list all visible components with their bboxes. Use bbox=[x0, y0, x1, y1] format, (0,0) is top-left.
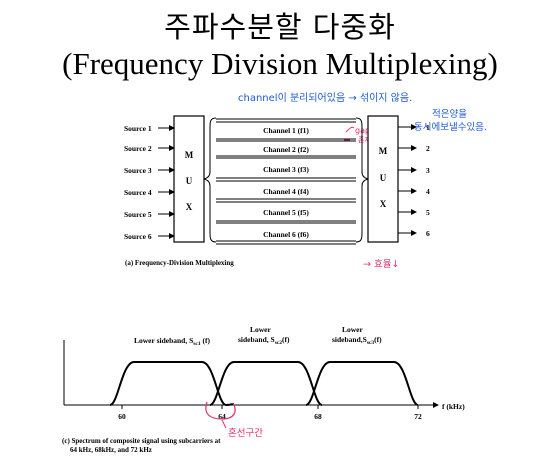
svg-text:6: 6 bbox=[426, 229, 430, 238]
output-row-3: 3 bbox=[398, 166, 430, 175]
sideband-label-2: sideband, Ssc2(f) bbox=[238, 335, 290, 346]
annotation-crosstalk: 혼선구간 bbox=[228, 427, 263, 439]
spectrum-caption-line1: (c) Spectrum of composite signal using s… bbox=[62, 437, 221, 445]
source-row-4: Source 4 bbox=[124, 188, 175, 197]
svg-text:Source 4: Source 4 bbox=[124, 188, 152, 197]
axis-label-frequency: f (kHz) bbox=[442, 402, 465, 411]
svg-text:Source 3: Source 3 bbox=[124, 166, 152, 175]
mux-letter-m-left: M bbox=[185, 150, 194, 160]
crosstalk-circle bbox=[205, 401, 236, 420]
svg-text:Source 1: Source 1 bbox=[124, 124, 152, 133]
tick-label-72: 72 bbox=[414, 412, 422, 421]
channel-label-4: Channel 4 (f4) bbox=[263, 187, 309, 196]
tick-label-64: 64 bbox=[218, 412, 226, 421]
output-row-4: 4 bbox=[398, 187, 430, 196]
tick-label-68: 68 bbox=[314, 412, 322, 421]
brace-left bbox=[203, 117, 217, 243]
output-row-2: 2 bbox=[398, 144, 430, 153]
channel-label-2: Channel 2 (f2) bbox=[263, 145, 309, 154]
channel-label-3: Channel 3 (f3) bbox=[263, 165, 309, 174]
mux-letter-u-right: U bbox=[380, 173, 387, 183]
channel-label-6: Channel 6 (f6) bbox=[263, 230, 309, 239]
annotation-gap: gap bbox=[355, 126, 370, 135]
source-row-3: Source 3 bbox=[124, 166, 175, 175]
mux-letter-x-left: X bbox=[186, 202, 193, 212]
sideband-label-3: sideband,Ssc3(f) bbox=[332, 335, 382, 346]
spectrum-plot bbox=[63, 340, 439, 409]
sideband-curve-1 bbox=[109, 361, 235, 407]
output-row-1: 1 bbox=[398, 123, 430, 132]
output-row-5: 5 bbox=[398, 208, 430, 217]
svg-text:5: 5 bbox=[426, 208, 430, 217]
mux-letter-m-right: M bbox=[379, 146, 388, 156]
annotation-small-amount: 적은양을 bbox=[432, 108, 467, 120]
page-title-english: (Frequency Division Multiplexing) bbox=[62, 46, 498, 81]
source-row-1: Source 1 bbox=[124, 124, 175, 133]
sideband-label-3-line1: Lower bbox=[342, 325, 363, 334]
sideband-curve-3 bbox=[305, 361, 419, 406]
channel-lines bbox=[216, 118, 356, 245]
channel-label-1: Channel 1 (f1) bbox=[263, 126, 309, 135]
brace-right bbox=[355, 117, 369, 243]
spectrum-caption-line2: 64 kHz, 68kHz, and 72 kHz bbox=[70, 446, 152, 454]
mux-letter-x-right: X bbox=[380, 199, 387, 209]
svg-text:Source 2: Source 2 bbox=[124, 144, 152, 153]
source-row-5: Source 5 bbox=[124, 210, 175, 219]
channel-label-5: Channel 5 (f5) bbox=[263, 208, 309, 217]
mux-box-right bbox=[367, 115, 399, 243]
mux-letter-u-left: U bbox=[186, 176, 193, 186]
annotation-simultaneous: 동시에보낼수있음. bbox=[414, 121, 487, 133]
fdm-caption: (a) Frequency-Division Multiplexing bbox=[125, 259, 234, 267]
gap-scribble bbox=[344, 126, 355, 141]
svg-text:Source 6: Source 6 bbox=[124, 232, 152, 241]
annotation-efficiency-down: → 효율↓ bbox=[363, 259, 399, 270]
svg-text:4: 4 bbox=[426, 187, 430, 196]
svg-text:1: 1 bbox=[426, 123, 430, 132]
source-row-6: Source 6 bbox=[124, 232, 175, 241]
sideband-curve-2 bbox=[209, 361, 323, 406]
svg-text:Source 5: Source 5 bbox=[124, 210, 152, 219]
svg-text:2: 2 bbox=[426, 144, 430, 153]
crosstalk-pointer bbox=[221, 419, 227, 429]
svg-text:3: 3 bbox=[426, 166, 430, 175]
page-title-korean: 주파수분할 다중화 bbox=[164, 10, 396, 44]
annotation-gap-exists: 존재 bbox=[358, 136, 371, 144]
output-row-6: 6 bbox=[398, 229, 430, 238]
source-row-2: Source 2 bbox=[124, 144, 175, 153]
sideband-label-2-line1: Lower bbox=[250, 325, 271, 334]
annotation-channel-separated: channel이 분리되어있음 → 섞이지 않음. bbox=[238, 92, 412, 104]
tick-label-60: 60 bbox=[118, 412, 126, 421]
sideband-label-1: Lower sideband, Ssc1 (f) bbox=[134, 336, 210, 347]
